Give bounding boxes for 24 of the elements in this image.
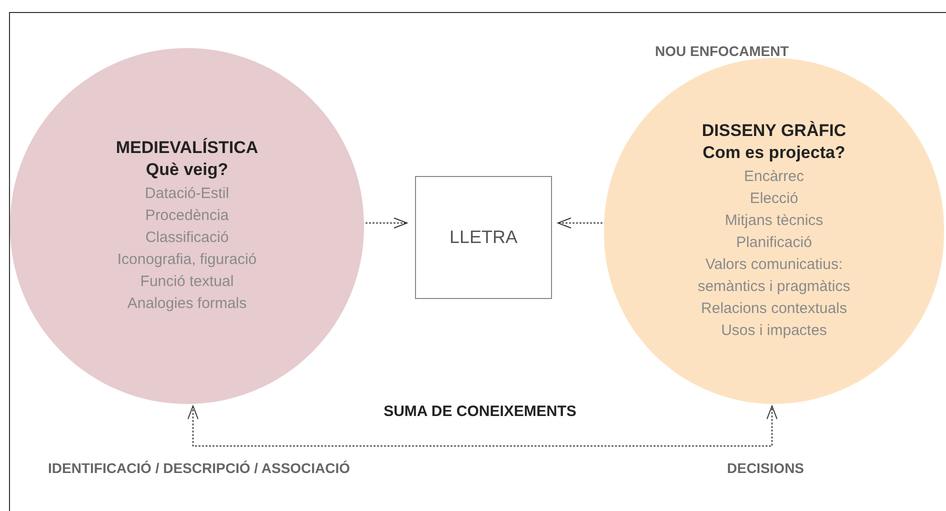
list-item: Procedència <box>145 206 229 226</box>
list-item: Classificació <box>145 228 229 248</box>
list-item: Datació-Estil <box>144 184 230 204</box>
caption-label: IDENTIFICACIÓ / DESCRIPCIÓ / ASSOCIACIÓ <box>48 459 350 478</box>
edge-label: SUMA DE CONEIXEMENTS <box>382 402 578 422</box>
list-item: Usos i impactes <box>721 321 827 341</box>
list-item: Planificació <box>736 233 812 253</box>
list-item: Analogies formals <box>127 294 247 314</box>
node-title: LLETRA <box>449 226 518 249</box>
caption-label: DECISIONS <box>727 459 804 478</box>
node-question: Com es projecta? <box>702 142 846 164</box>
list-item: Elecció <box>750 189 798 209</box>
list-item: Mitjans tècnics <box>724 211 824 231</box>
node-question: Què veig? <box>146 159 228 181</box>
node-title: DISSENY GRÀFIC <box>702 120 846 142</box>
node-title: MEDIEVALÍSTICA <box>116 137 258 159</box>
list-item: Iconografia, figuració <box>117 250 257 270</box>
list-item: Encàrrec <box>744 167 804 187</box>
caption-label: NOU ENFOCAMENT <box>655 42 789 61</box>
dotted-arrow <box>188 406 778 446</box>
list-item: Relacions contextuals <box>701 299 847 319</box>
box-node <box>415 176 552 299</box>
list-item: Valors comunicatius: semàntics i pragmàtics <box>696 255 852 297</box>
list-item: Funció textual <box>140 272 234 292</box>
